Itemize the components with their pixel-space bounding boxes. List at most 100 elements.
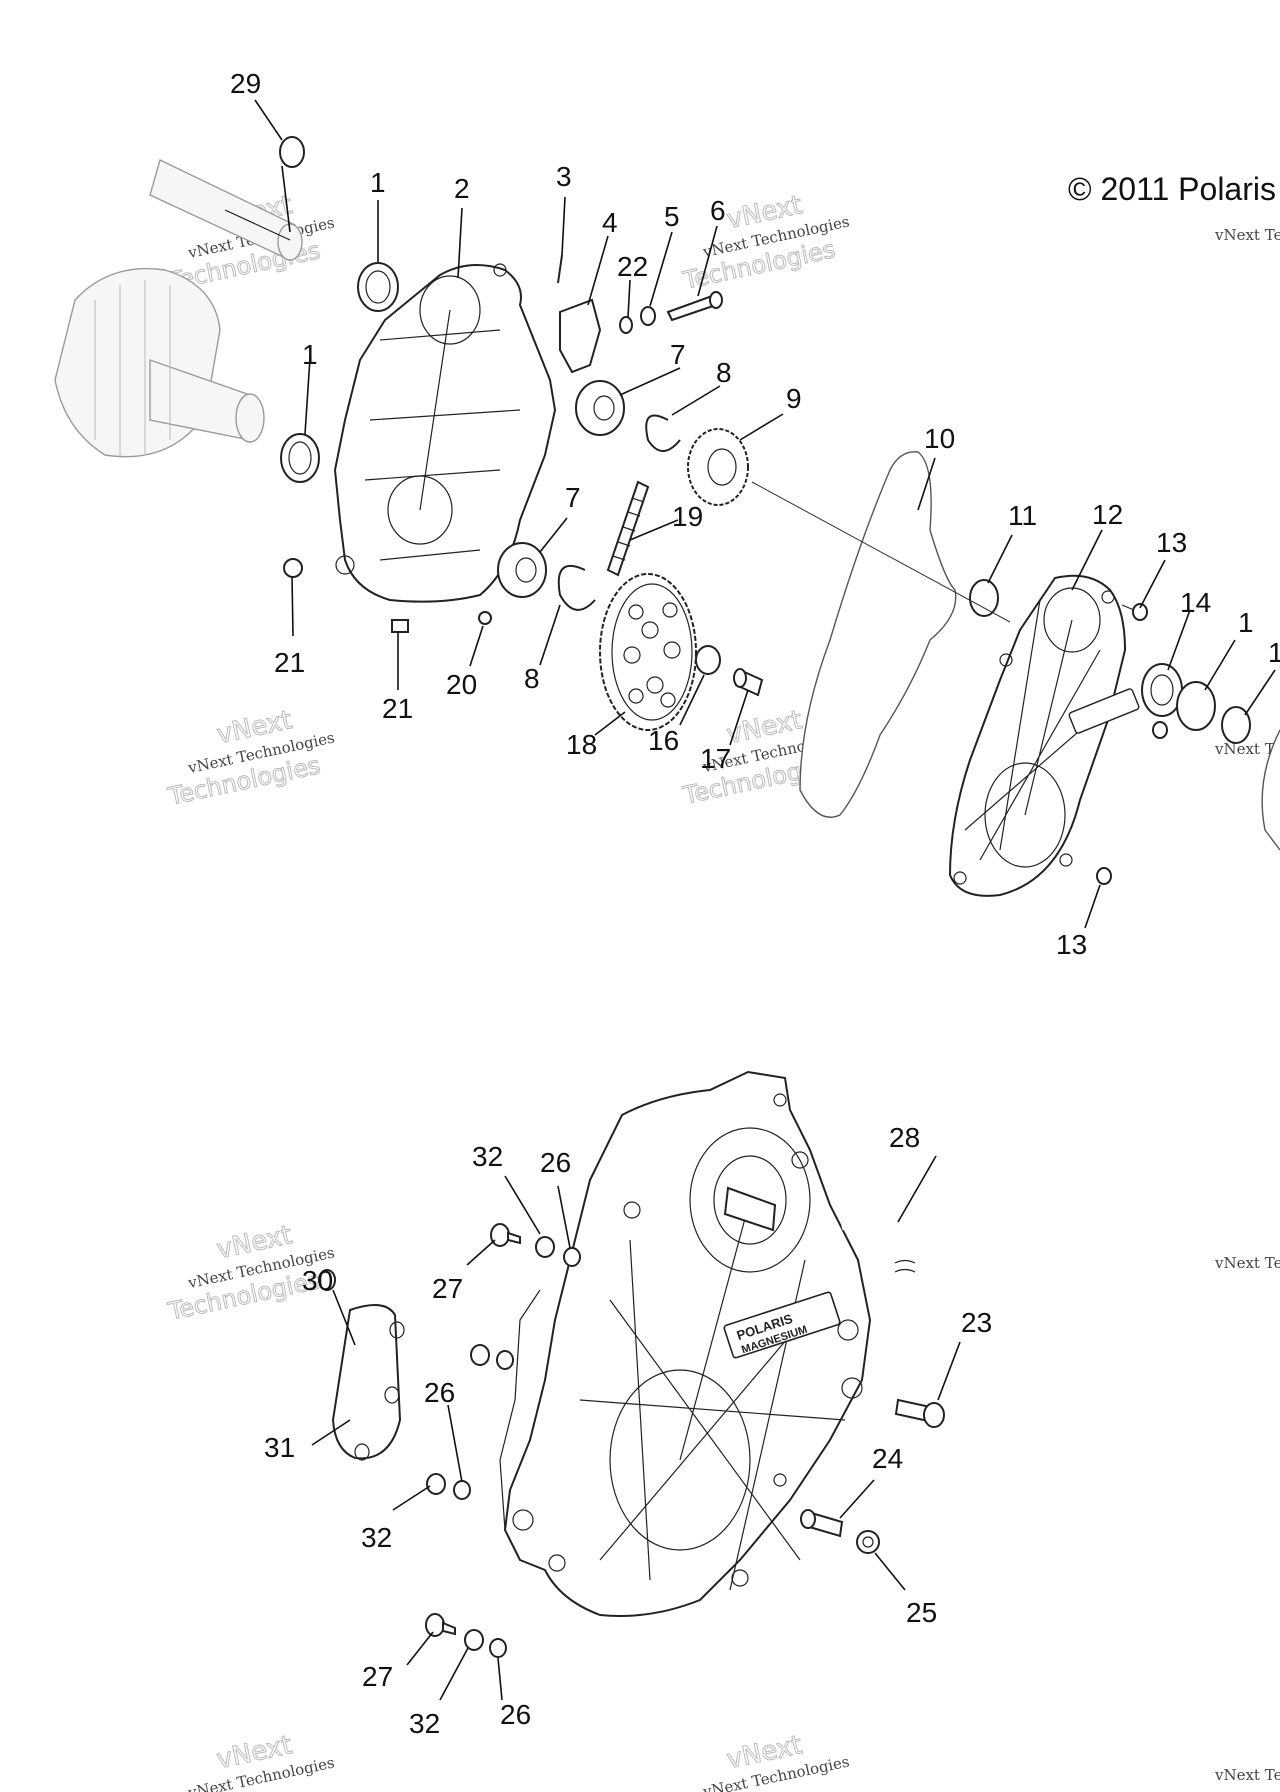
part-14-bearing [1141,663,1183,717]
callout-1-lower: 1 [302,339,318,370]
callout-14: 14 [1180,587,1211,618]
callout-16: 16 [648,725,679,756]
callout-13-upper: 13 [1156,527,1187,558]
part-17-pin [733,668,764,697]
svg-text:vNext Technologies: vNext Technologies [1214,1766,1280,1784]
part-4-tensioner [559,298,602,374]
part-11-bushing [969,579,999,617]
callout-7-upper: 7 [670,339,686,370]
part-8-snap-ring-lower [557,564,596,611]
part-7-bearing-upper [575,380,625,436]
leader-lines-top [254,99,1276,929]
callout-31: 31 [264,1432,295,1463]
part-8-snap-ring-upper [645,414,681,452]
part-15-seal [1221,706,1251,744]
watermark-bottom-left: vNext vNext Technologies [186,1730,336,1792]
callout-26-lower: 26 [500,1699,531,1730]
assembled-chaincase: POLARIS MAGNESIUM [499,1070,872,1617]
callout-18: 18 [566,729,597,760]
part-22-washer [619,316,633,334]
callout-1-upper: 1 [370,167,386,198]
callout-10: 10 [924,423,955,454]
callout-27-upper: 27 [432,1273,463,1304]
watermark-top-mid: vNext vNext Technologies Technologies [680,190,851,296]
svg-text:vNext Technologies: vNext Technologies [1214,740,1280,758]
callout-2: 2 [454,173,470,204]
callout-21-mid: 21 [382,693,413,724]
drive-shaft-ghost [149,159,303,262]
assembly-axis-line [751,481,1011,623]
watermark-mid-left: vNext vNext Technologies Technologies [165,705,336,812]
part-9-sprocket [687,428,749,506]
part-20-dowel [478,611,492,625]
part-27-bolt-lower [425,1613,456,1637]
part-13-bolt-upper [1121,603,1148,621]
callout-20: 20 [446,669,477,700]
callout-26-upper: 26 [540,1147,571,1178]
callout-21-left: 21 [274,647,305,678]
part-1-seal-upper [357,262,399,312]
watermark-right-edge: vNext Technologies vNext Technologies vN… [1214,226,1280,1784]
part-1-seal-lower [280,433,320,483]
part-26-nut-mid [453,1480,471,1500]
callout-32-upper: 32 [472,1141,503,1172]
part-1-seal-right [1176,681,1216,731]
part-7-bearing-lower [497,542,547,598]
callout-28: 28 [889,1122,920,1153]
part-5-nut [640,306,656,326]
part-6-bolt [666,291,723,322]
callout-22: 22 [617,251,648,282]
callout-19: 19 [672,501,703,532]
part-19-chain [606,480,650,577]
part-21-washer [283,558,303,578]
callout-1-right: 1 [1238,607,1254,638]
callout-32-lower: 32 [409,1708,440,1739]
callout-15: 1 [1268,637,1280,668]
part-21-drain-plug [391,619,409,633]
part-10-gasket [799,451,957,818]
callout-30: 30 [302,1265,333,1296]
part-23-bolt [894,1398,945,1428]
callout-25: 25 [906,1597,937,1628]
part-29-oring [279,136,305,168]
svg-text:vNext Technologies: vNext Technologies [1214,226,1280,244]
part-26-nut-upper [563,1247,581,1267]
callout-27-lower: 27 [362,1661,393,1692]
part-12-chaincase-cover [948,574,1140,897]
watermark-bottom-center: vNext vNext Technologies [701,1730,851,1792]
part-3-pin [557,254,563,284]
copyright-notice: © 2011 Polaris [1068,171,1276,207]
callout-26-mid: 26 [424,1377,455,1408]
callout-6: 6 [710,195,726,226]
nut-left [496,1350,514,1370]
part-27-bolt-upper [490,1223,521,1247]
callout-8-lower: 8 [524,663,540,694]
leader-lines-bottom [311,1155,961,1701]
part-18-driven-gear [599,573,697,731]
callout-9: 9 [786,383,802,414]
part-25-nut [856,1530,880,1554]
part-28-vent-hose [841,1212,916,1290]
part-13-bolt-mid [1152,721,1168,739]
callout-32-mid: 32 [361,1522,392,1553]
part-32-washer-mid [426,1473,446,1495]
polaris-magnesium-badge [723,1291,841,1359]
callout-11: 11 [1008,500,1037,531]
callout-3: 3 [556,161,572,192]
callout-23: 23 [961,1307,992,1338]
clutch-rotor-ghost [54,267,265,458]
washer-left [470,1344,490,1366]
svg-text:vNext Technologies: vNext Technologies [1214,1254,1280,1272]
callout-12: 12 [1092,499,1123,530]
part-32-washer-lower [464,1629,484,1651]
part-2-chaincase-housing [333,263,557,603]
callout-24: 24 [872,1443,903,1474]
part-16-washer [695,645,721,675]
edge-ghost-part [1261,729,1280,851]
part-24-stud [800,1509,844,1538]
callout-8-upper: 8 [716,357,732,388]
callout-5: 5 [664,201,680,232]
callout-7-lower: 7 [565,482,581,513]
callout-4: 4 [602,207,618,238]
